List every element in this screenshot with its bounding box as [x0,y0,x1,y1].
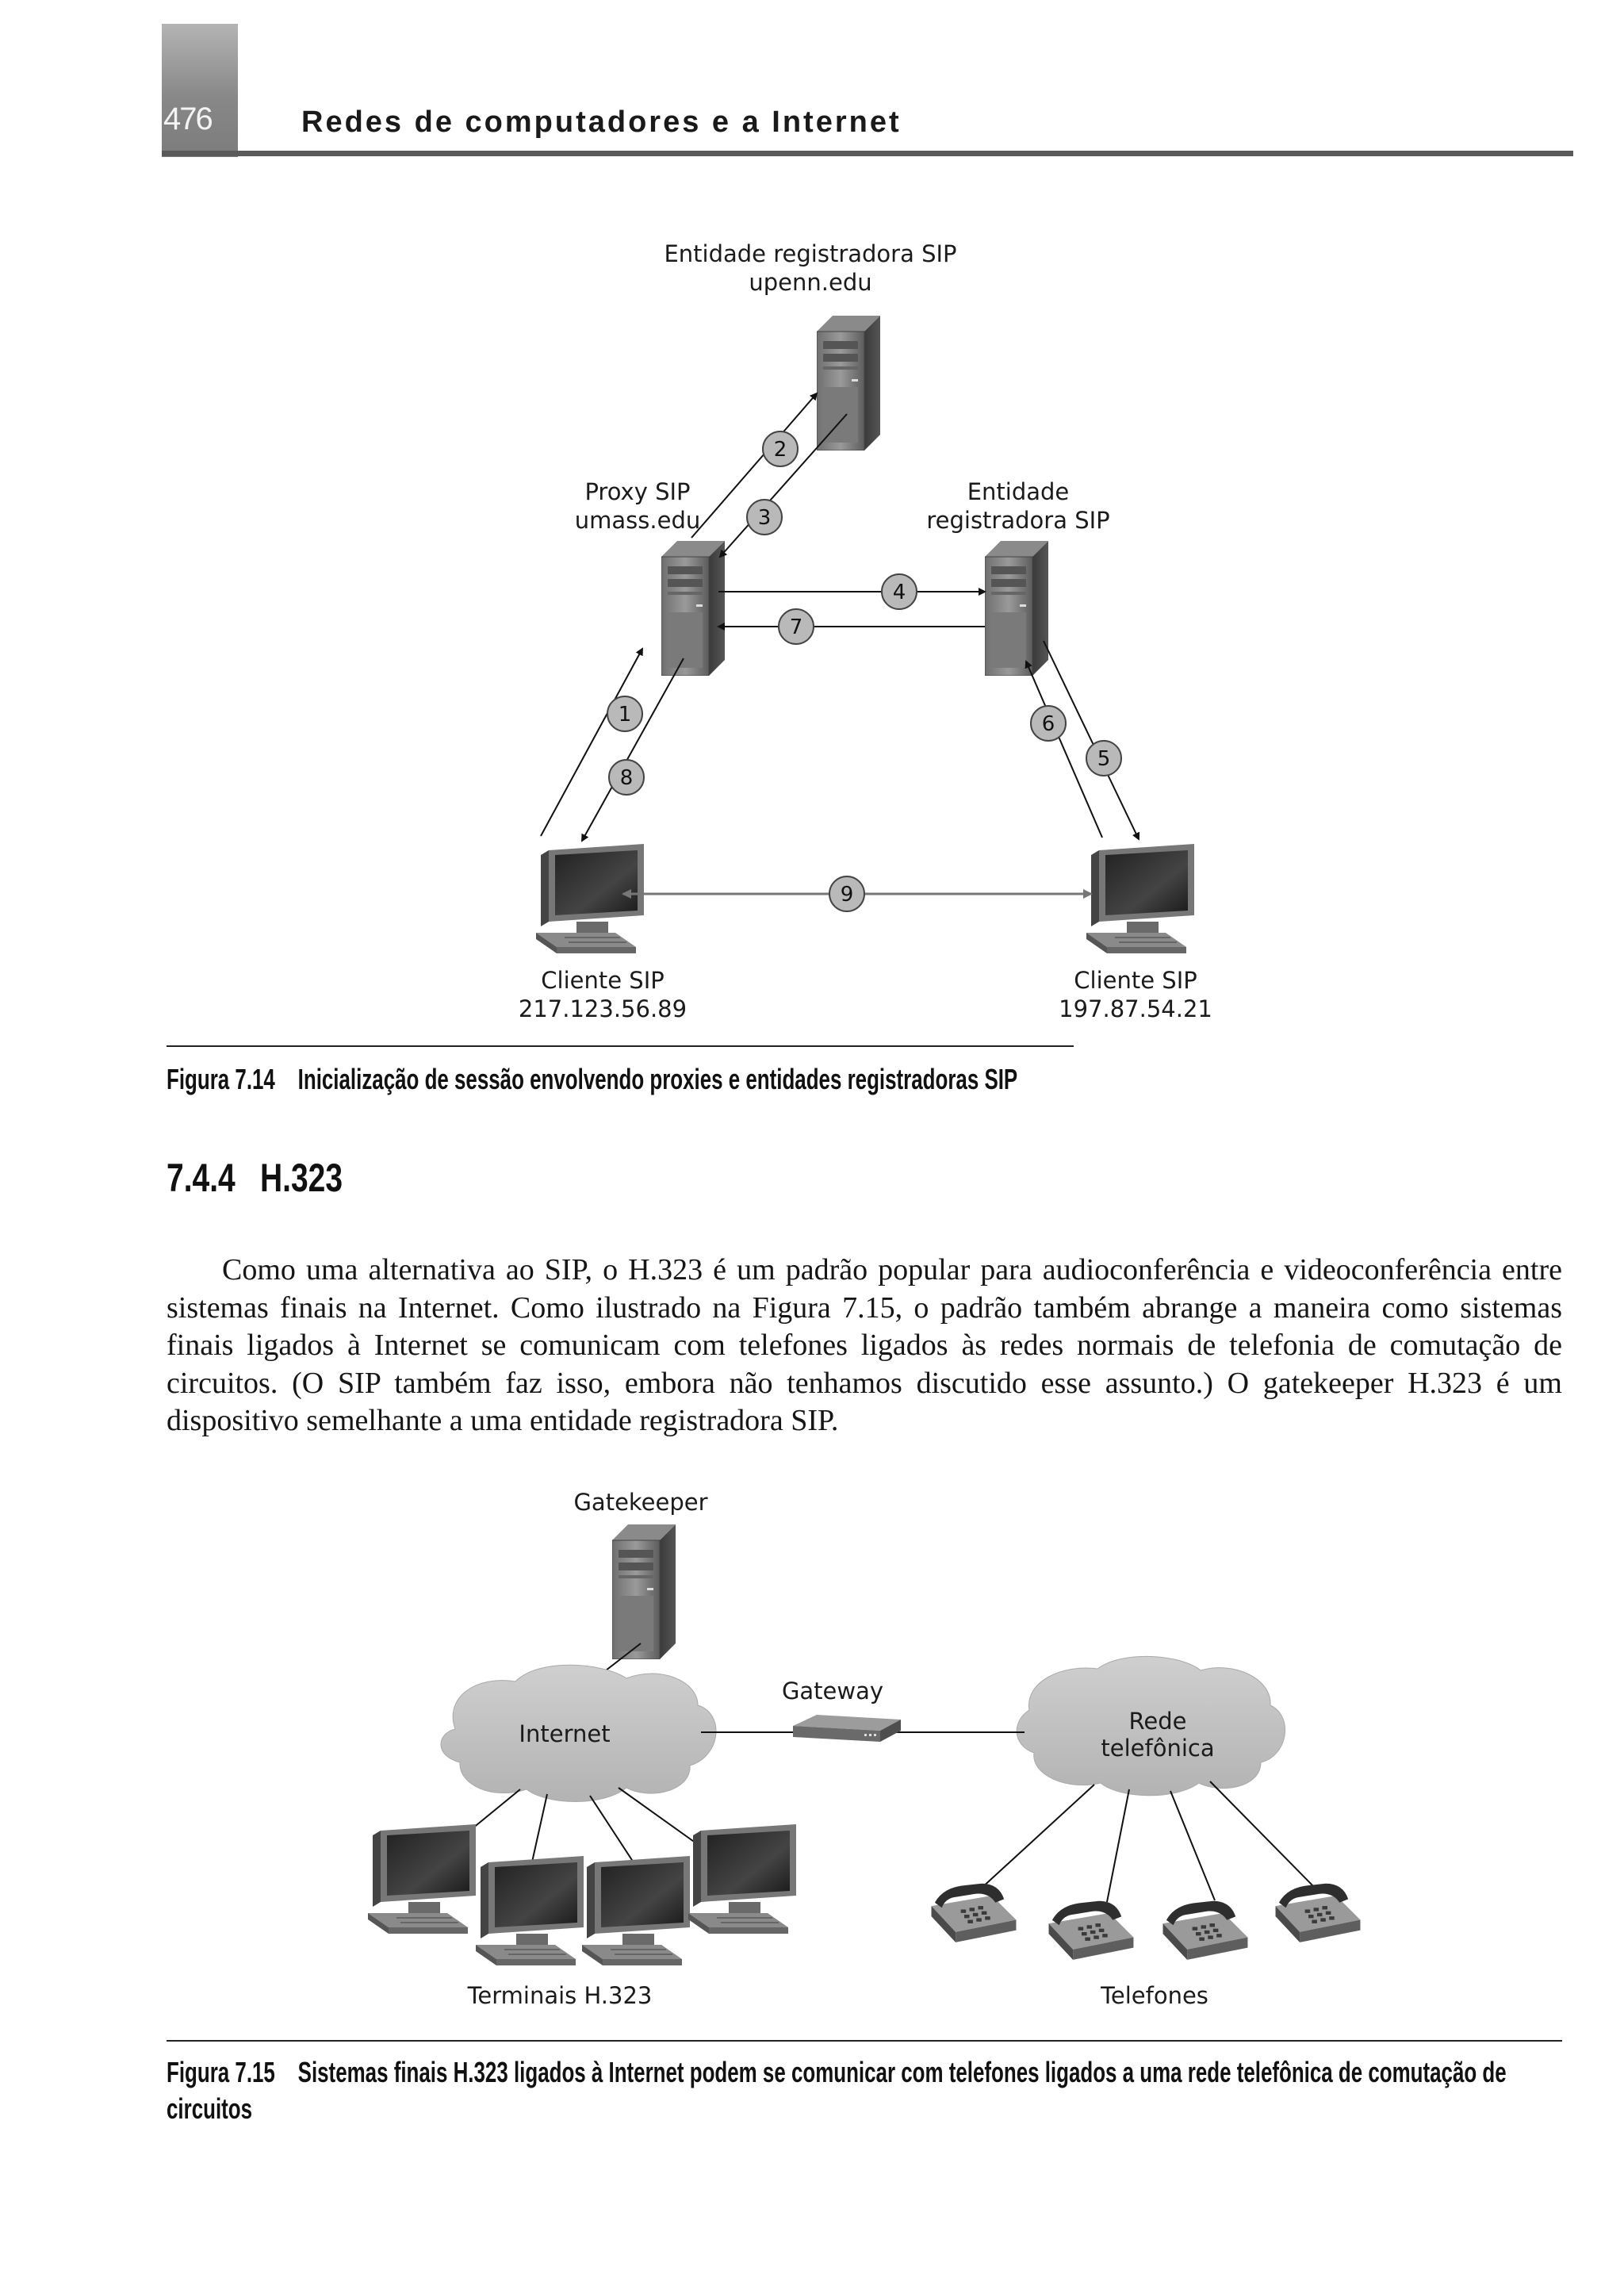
internet-cloud: Internet [441,1665,716,1801]
label-internet: Internet [519,1720,610,1747]
gateway-device-icon [793,1715,901,1742]
telephone-4-icon [1276,1884,1361,1942]
figure-7-15-rule [167,2040,1562,2042]
h323-terminal-2-icon [476,1856,584,1965]
h323-terminal-4-icon [688,1824,796,1934]
h323-terminal-3-icon [582,1856,690,1965]
label-phone-network-line2: telefônica [1101,1735,1214,1762]
telephone-1-icon [932,1884,1017,1942]
h323-terminal-1-icon [368,1824,476,1934]
links-phone-network-phones [980,1781,1316,1902]
telephone-network-cloud: Rede telefônica [1017,1656,1285,1795]
figure-7-15-caption-text: Sistemas finais H.323 ligados à Internet… [167,2056,1507,2125]
label-phone-network-line1: Rede [1129,1708,1187,1735]
label-gateway: Gateway [782,1678,883,1704]
gatekeeper-server-icon [612,1524,676,1659]
telephone-3-icon [1163,1901,1248,1960]
label-gatekeeper: Gatekeeper [573,1489,707,1516]
label-terminals: Terminais H.323 [467,1982,653,2009]
telephone-2-icon [1049,1901,1134,1960]
figure-7-15-caption-number: Figura 7.15 [167,2056,275,2088]
label-phones: Telefones [1100,1982,1208,2009]
